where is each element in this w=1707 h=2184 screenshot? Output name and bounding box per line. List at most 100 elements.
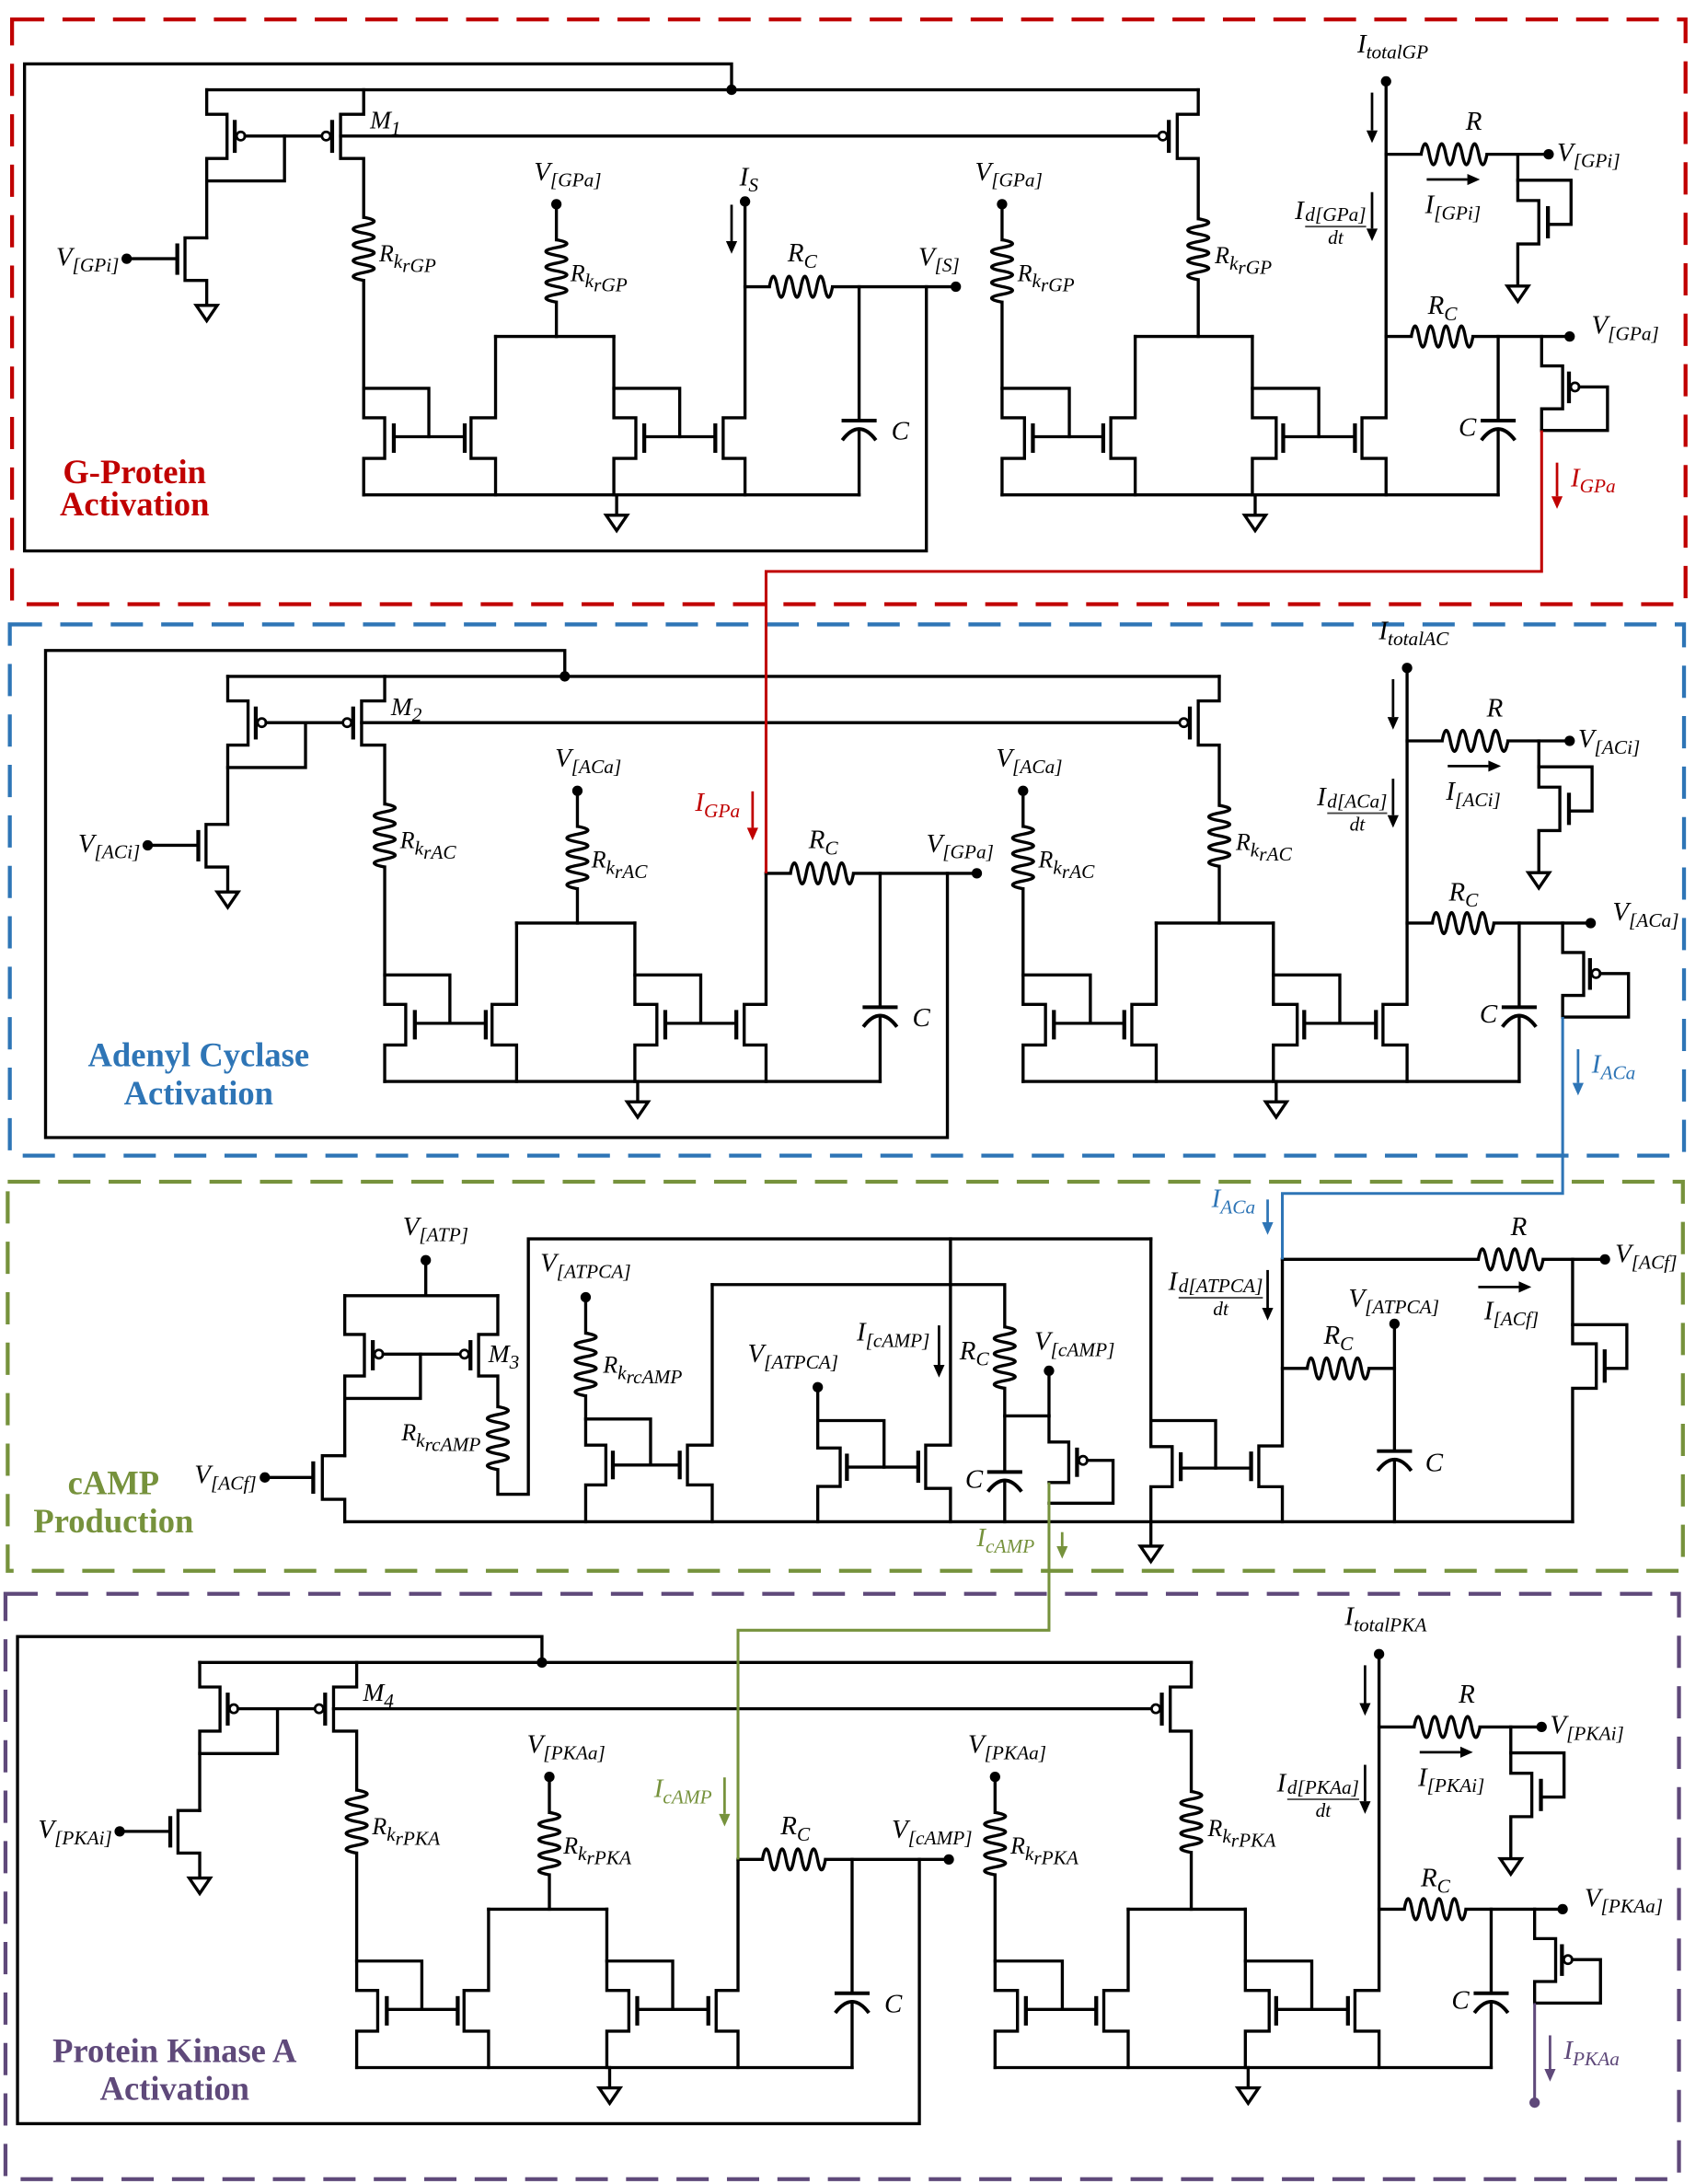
transistor-terminals bbox=[1169, 1660, 1194, 1794]
resistor-kr-mid-label: RkrGP bbox=[570, 260, 628, 295]
transistor-terminals bbox=[1540, 334, 1564, 433]
label-subscript: C bbox=[797, 1823, 811, 1845]
current-link-aca bbox=[1281, 1017, 1564, 1260]
derivative-current-arrow bbox=[1359, 1764, 1371, 1814]
label-subscript: ACa bbox=[1218, 1196, 1255, 1219]
output-current-arrow bbox=[1551, 462, 1563, 509]
label-main-symbol: C bbox=[1459, 413, 1477, 443]
diode-connection-wire bbox=[1272, 973, 1342, 1025]
label-subscript: GPa bbox=[1580, 475, 1616, 497]
resistor-rc-left-label: RC bbox=[808, 826, 839, 860]
section-title-adenyl-cyclase-line-1: Adenyl Cyclase bbox=[88, 1035, 310, 1073]
output-node-dot bbox=[1585, 918, 1597, 929]
arrow-head-icon bbox=[1467, 173, 1481, 186]
label-subscript: PKAa bbox=[1572, 2048, 1620, 2070]
label-main-symbol: C bbox=[1451, 1985, 1470, 2015]
pka-output-node-dot bbox=[1529, 2097, 1540, 2109]
input-current-node-dot bbox=[739, 196, 751, 207]
derivative-current-arrow bbox=[1387, 779, 1399, 828]
label-sub-subscript: rcAMP bbox=[627, 1366, 683, 1388]
camp-production-circuit: V[ATP]M3RkrcAMPV[ACf]V[ATPCA]RkrcAMPV[AT… bbox=[194, 1184, 1678, 1565]
atpca-voltage-label: V[ATPCA] bbox=[1348, 1284, 1439, 1318]
arrow-head-icon bbox=[725, 241, 738, 254]
label-main-symbol: R bbox=[1458, 1680, 1475, 1709]
output-current-arrow bbox=[1544, 2035, 1556, 2082]
label-main-symbol: R bbox=[1486, 693, 1504, 722]
atpca-voltage-label: V[ATPCA] bbox=[748, 1339, 839, 1373]
label-subscript: [PKAi] bbox=[54, 1827, 112, 1849]
resistor-r-label: R bbox=[1465, 107, 1482, 136]
inversion-bubble-icon bbox=[1157, 130, 1169, 142]
transistor-terminals bbox=[1257, 1257, 1285, 1524]
transistor-terminals bbox=[1353, 1652, 1381, 2070]
output-current-label: IPKAa bbox=[1563, 2036, 1620, 2070]
feedback-loop-wire bbox=[43, 649, 950, 1139]
diode-connection-wire bbox=[1021, 973, 1092, 1025]
arrow-head-icon bbox=[1551, 496, 1563, 509]
output-current-label: IcAMP bbox=[975, 1523, 1034, 1557]
derivative-current-arrow bbox=[1366, 191, 1378, 242]
capacitor-left-label: C bbox=[884, 1989, 903, 2018]
input-nmos-transistor bbox=[263, 1454, 347, 1524]
output-current-label: IGPa bbox=[1570, 463, 1616, 497]
label-subscript: [GPi] bbox=[73, 254, 120, 276]
capacitor-right-label: C bbox=[1459, 413, 1477, 443]
ground-symbol bbox=[624, 1080, 652, 1120]
transistor-terminals bbox=[1561, 921, 1586, 1019]
resistor-r-label: R bbox=[1458, 1680, 1475, 1709]
transistor-terminals bbox=[490, 921, 519, 1083]
total-current-node-dot bbox=[1380, 75, 1391, 87]
label-main-symbol: V bbox=[892, 1815, 911, 1844]
nmos-diode-sink bbox=[1571, 1257, 1607, 1524]
transistor-terminals bbox=[1516, 152, 1540, 288]
inactive-current-label: I[PKAi] bbox=[1417, 1762, 1484, 1797]
label-main-symbol: I bbox=[1344, 1602, 1355, 1632]
label-main-symbol: R bbox=[1009, 1832, 1025, 1859]
label-subscript: k bbox=[415, 837, 424, 859]
label-sub-subscript: rGP bbox=[1238, 257, 1272, 279]
label-main-symbol: V bbox=[748, 1339, 767, 1369]
nmos-mirror-a bbox=[583, 1394, 682, 1524]
resistor-kr-mid-label: RkrPKA bbox=[562, 1832, 632, 1868]
transistor-terminals bbox=[1130, 921, 1159, 1083]
pmos-output-transistor bbox=[1540, 334, 1581, 433]
ground-symbol bbox=[193, 304, 221, 324]
input-nmos-transistor bbox=[118, 1808, 202, 1880]
feedback-loop-wire bbox=[22, 62, 928, 553]
filter-node-dot bbox=[971, 868, 983, 879]
protein-kinase-a-circuit: V[PKAi]M4RkrPKAV[PKAa]RkrPKAIcAMPRCCV[cA… bbox=[16, 1602, 1663, 2126]
input-node-dot bbox=[121, 253, 133, 264]
atpca-voltage-label: V[ATPCA] bbox=[540, 1249, 631, 1283]
ground-triangle-icon bbox=[213, 890, 242, 910]
ground-triangle-icon bbox=[1234, 2086, 1262, 2107]
input-voltage-label: V[ACf] bbox=[194, 1461, 256, 1495]
free-voltage-label: V[ACf] bbox=[1615, 1240, 1677, 1274]
resistor-r-label: R bbox=[1486, 693, 1504, 722]
label-main-symbol: V bbox=[1615, 1240, 1634, 1269]
derivative-current-symbol: I bbox=[1276, 1769, 1287, 1798]
label-subscript: k bbox=[386, 1823, 396, 1845]
label-sub-subscript: rAC bbox=[615, 861, 648, 883]
resistor-kr-left-label: RkrGP bbox=[378, 240, 436, 276]
label-main-symbol: V bbox=[1557, 138, 1576, 168]
label-subscript: k bbox=[1251, 838, 1260, 861]
derivative-current-symbol: I bbox=[1168, 1267, 1179, 1297]
transistor-terminals bbox=[1360, 79, 1388, 497]
resistor-rc-right-label: RC bbox=[1427, 291, 1459, 325]
label-subscript: [GPa] bbox=[1608, 322, 1659, 344]
capacitor-left-label: C bbox=[892, 417, 910, 446]
label-main-symbol: R bbox=[1322, 1321, 1340, 1350]
diode-connection-wire bbox=[815, 1418, 886, 1469]
resistor-kr-right-mid bbox=[1010, 825, 1035, 891]
total-current-arrow bbox=[1359, 1665, 1371, 1716]
label-main-symbol: R bbox=[1207, 1815, 1223, 1842]
label-main-symbol: V bbox=[975, 157, 995, 187]
arrow-head-icon bbox=[1366, 130, 1378, 144]
input-voltage-label: V[GPi] bbox=[56, 242, 120, 276]
ground-symbol bbox=[595, 2065, 624, 2107]
input-current-arrow bbox=[746, 791, 758, 841]
diode-connection-wire bbox=[605, 1959, 675, 2011]
circuit-layer: V[GPi]M1RkrGPV[GPa]RkrGPISRCCV[S]V[GPa]R… bbox=[16, 29, 1679, 2126]
transistor-terminals bbox=[815, 1385, 842, 1524]
arrow-head-icon bbox=[1387, 815, 1399, 828]
